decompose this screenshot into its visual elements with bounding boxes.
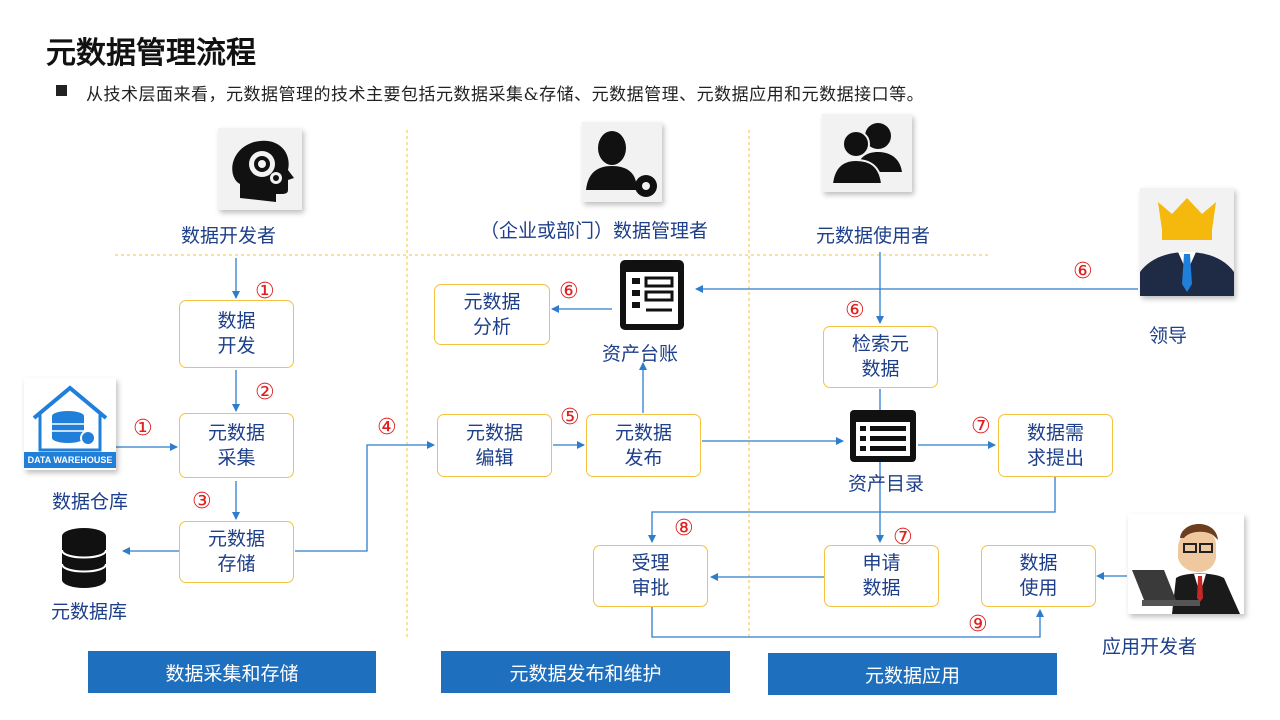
step-6-analyze: ⑥ bbox=[559, 279, 579, 304]
role-manager: （企业或部门）数据管理者 bbox=[480, 220, 709, 242]
ledger-icon bbox=[618, 258, 686, 332]
step-8-review: ⑧ bbox=[674, 516, 694, 541]
step-7-apply: ⑦ bbox=[893, 525, 913, 550]
node-data-dev[interactable]: 数据 开发 bbox=[179, 300, 294, 368]
developer-icon-card bbox=[218, 128, 302, 210]
step-6-leader: ⑥ bbox=[1073, 259, 1093, 284]
warehouse-logo-text: DATA WAREHOUSE bbox=[24, 452, 116, 468]
node-analyze[interactable]: 元数据 分析 bbox=[434, 284, 550, 345]
node-collect[interactable]: 元数据 采集 bbox=[179, 413, 294, 478]
node-edit[interactable]: 元数据 编辑 bbox=[437, 414, 552, 477]
step-3-store: ③ bbox=[192, 489, 212, 514]
database-icon bbox=[60, 526, 108, 590]
role-user: 元数据使用者 bbox=[816, 225, 931, 247]
node-demand[interactable]: 数据需 求提出 bbox=[998, 414, 1113, 477]
arrow-review-to-use bbox=[651, 607, 1044, 638]
step-2-collect: ② bbox=[255, 380, 275, 405]
step-1-warehouse: ① bbox=[133, 416, 153, 441]
arrow-demand-to-review bbox=[648, 477, 1056, 543]
leader-crown-icon bbox=[1140, 188, 1234, 296]
bullet-square bbox=[56, 85, 67, 96]
manager-icon-card bbox=[582, 122, 662, 202]
node-use[interactable]: 数据 使用 bbox=[981, 545, 1096, 607]
arrow-store-to-edit bbox=[295, 441, 435, 552]
role-app-developer: 应用开发者 bbox=[1102, 636, 1198, 658]
developer-laptop-icon bbox=[1128, 514, 1244, 614]
users-group-icon bbox=[830, 123, 902, 185]
band-application: 元数据应用 bbox=[768, 653, 1057, 695]
leader-icon-card bbox=[1140, 188, 1234, 296]
brain-gear-icon bbox=[232, 140, 294, 202]
step-6-search: ⑥ bbox=[845, 298, 865, 323]
warehouse-label: 数据仓库 bbox=[52, 491, 129, 513]
band-collect-store: 数据采集和存储 bbox=[88, 651, 376, 693]
node-apply[interactable]: 申请 数据 bbox=[824, 545, 939, 607]
node-search[interactable]: 检索元 数据 bbox=[823, 326, 938, 388]
step-9-use: ⑨ bbox=[968, 612, 988, 637]
subtitle: 从技术层面来看，元数据管理的技术主要包括元数据采集&存储、元数据管理、元数据应用… bbox=[86, 85, 925, 105]
database-label: 元数据库 bbox=[51, 601, 128, 623]
catalog-icon bbox=[848, 408, 918, 464]
node-review[interactable]: 受理 审批 bbox=[593, 545, 708, 607]
catalog-label: 资产目录 bbox=[848, 473, 925, 495]
node-publish[interactable]: 元数据 发布 bbox=[586, 414, 701, 477]
step-4-edit: ④ bbox=[377, 415, 397, 440]
role-developer: 数据开发者 bbox=[181, 225, 277, 247]
user-icon-card bbox=[822, 114, 912, 192]
data-warehouse-icon bbox=[32, 385, 108, 452]
warehouse-icon-card: DATA WAREHOUSE bbox=[24, 378, 116, 470]
user-gear-icon bbox=[586, 131, 657, 197]
band-publish-maintain: 元数据发布和维护 bbox=[441, 651, 730, 693]
step-1-datadev: ① bbox=[255, 279, 275, 304]
ledger-label: 资产台账 bbox=[602, 343, 679, 365]
node-store[interactable]: 元数据 存储 bbox=[179, 521, 294, 583]
app-developer-icon-card bbox=[1128, 514, 1244, 614]
page-title: 元数据管理流程 bbox=[46, 36, 256, 71]
step-7-demand: ⑦ bbox=[971, 414, 991, 439]
step-5-publish: ⑤ bbox=[560, 405, 580, 430]
role-leader: 领导 bbox=[1149, 325, 1188, 347]
